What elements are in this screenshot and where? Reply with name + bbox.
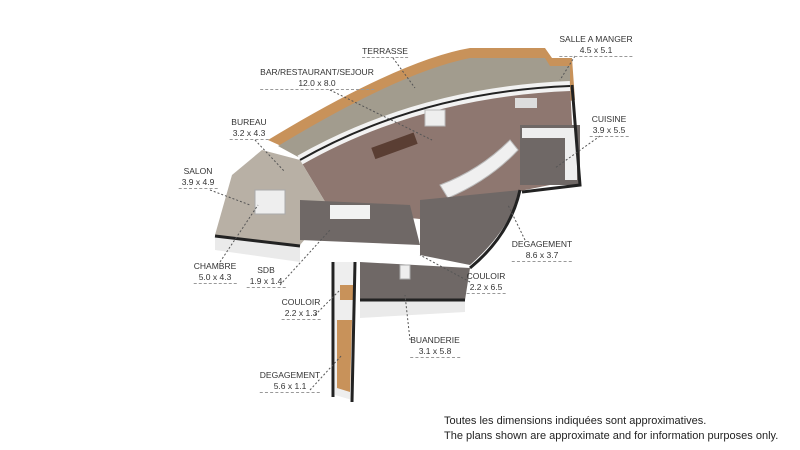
couloir-small-floor xyxy=(340,285,354,300)
degagement-corridor-floor xyxy=(337,320,352,392)
room-name: SALLE A MANGER xyxy=(559,34,633,44)
leader-lines xyxy=(209,55,601,391)
room-dims: 2.2 x 1.3 xyxy=(281,308,321,320)
room-name: TERRASSE xyxy=(362,46,408,56)
room-name: DEGAGEMENT xyxy=(511,239,573,249)
bar-counter xyxy=(439,139,519,199)
room-dims: 12.0 x 8.0 xyxy=(260,78,374,90)
room-dims: 3.9 x 4.9 xyxy=(178,177,218,189)
room-label-terrasse: TERRASSE xyxy=(362,46,408,58)
room-dims: 2.2 x 6.5 xyxy=(466,282,506,294)
room-name: CUISINE xyxy=(591,114,627,124)
room-dims: 5.6 x 1.1 xyxy=(259,381,321,393)
room-dims: 3.2 x 4.3 xyxy=(229,128,269,140)
room-name: COULOIR xyxy=(466,271,506,281)
room-dims: 5.0 x 4.3 xyxy=(193,272,237,284)
room-dims xyxy=(362,57,408,58)
room-dims: 1.9 x 1.4 xyxy=(246,276,286,288)
room-name: SALON xyxy=(183,166,213,176)
room-name: DEGAGEMENT xyxy=(259,370,321,380)
room-dims: 4.5 x 5.1 xyxy=(559,45,633,57)
room-name: BAR/RESTAURANT/SEJOUR xyxy=(260,67,374,77)
room-dims: 3.1 x 5.8 xyxy=(410,346,460,358)
disclaimer-fr: Toutes les dimensions indiquées sont app… xyxy=(444,415,707,427)
disclaimer-en: The plans shown are approximate and for … xyxy=(444,430,779,442)
room-name: BUREAU xyxy=(231,117,267,127)
room-dims: 3.9 x 5.5 xyxy=(589,125,629,137)
room-name: BUANDERIE xyxy=(410,335,460,345)
room-name: COULOIR xyxy=(281,297,321,307)
degagement-floor xyxy=(420,190,520,265)
buanderie-floor xyxy=(360,262,470,300)
room-dims: 8.6 x 3.7 xyxy=(511,250,573,262)
main-living-floor xyxy=(300,85,575,220)
room-name: CHAMBRE xyxy=(193,261,237,271)
room-name: SDB xyxy=(257,265,275,275)
